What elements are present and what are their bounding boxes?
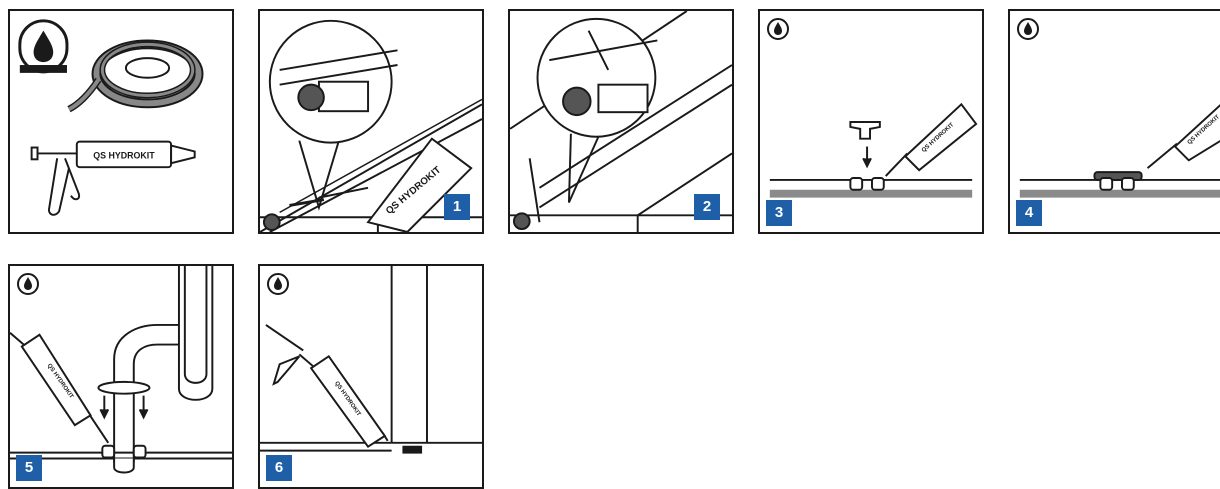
- step-number-badge: 2: [694, 194, 720, 220]
- step-2-panel: 2: [508, 9, 734, 234]
- step-number-badge: 1: [444, 194, 470, 220]
- materials-illustration: QS HYDROKIT: [10, 11, 232, 232]
- step-6-illustration: QS HYDROKIT: [260, 266, 482, 487]
- step-4-illustration: QS HYDROKIT: [1010, 11, 1220, 232]
- detail-magnifier: [538, 19, 658, 203]
- step-5-panel: QS HYDROKIT 5: [8, 264, 234, 489]
- step-5-illustration: QS HYDROKIT: [10, 266, 232, 487]
- caulking-gun-icon: QS HYDROKIT: [32, 142, 195, 215]
- step-number-badge: 4: [1016, 200, 1042, 226]
- materials-panel: QS HYDROKIT: [8, 9, 234, 234]
- step-number-badge: 5: [16, 455, 42, 481]
- step-number-badge: 6: [266, 455, 292, 481]
- product-label: QS HYDROKIT: [93, 150, 155, 160]
- step-1-panel: QS HYDROKIT 1: [258, 9, 484, 234]
- step-4-panel: QS HYDROKIT 4: [1008, 9, 1220, 234]
- step-number-badge: 3: [766, 200, 792, 226]
- water-drop-icon: [20, 21, 67, 73]
- step-6-panel: QS HYDROKIT 6: [258, 264, 484, 489]
- sealing-cord-roll-icon: [69, 44, 199, 109]
- step-3-panel: QS HYDROKIT 3: [758, 9, 984, 234]
- detail-magnifier: [270, 21, 398, 208]
- step-3-illustration: QS HYDROKIT: [760, 11, 982, 232]
